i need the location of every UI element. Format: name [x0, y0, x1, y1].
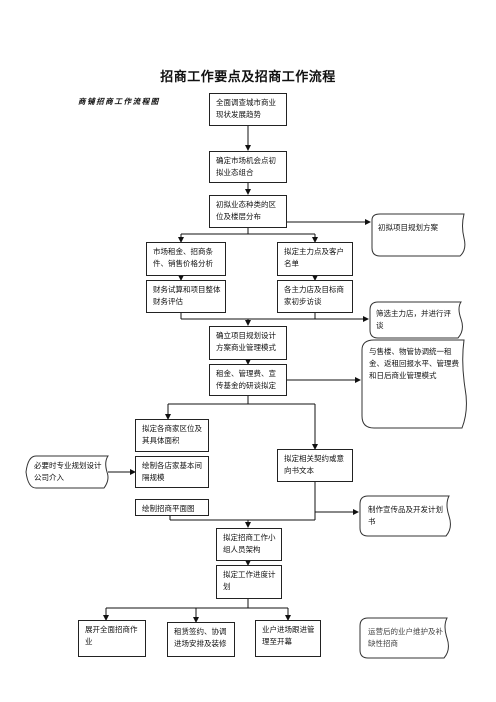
note-shape-n4 — [25, 455, 109, 489]
note-shape-n5 — [359, 495, 451, 537]
step-anchor-interviews: 各主力店及目标商家初步访谈 — [277, 280, 353, 313]
step-leasing-floor-plan: 绘制招商平面图 — [135, 499, 209, 516]
step-planning-management-mode: 确立项目规划设计方案商业管理模式 — [209, 326, 287, 360]
step-anchor-client-list: 拟定主力点及客户名单 — [277, 242, 353, 276]
page-title: 招商工作要点及招商工作流程 — [160, 70, 336, 85]
note-post-opening: 运营后的业户维护及补缺性招商 — [368, 627, 443, 648]
step-draw-partition: 绘制各店家基本间隔规模 — [135, 456, 209, 488]
note-shape-n2 — [369, 301, 463, 339]
step-contract-draft: 拟定相关契约或意向书文本 — [277, 449, 353, 482]
step-launch-leasing: 展开全面招商作业 — [78, 620, 146, 657]
step-signing-fitout: 租赁签约、协调进场安排及装修 — [167, 622, 235, 657]
note-design-firm: 必要时专业规划设计公司介入 — [34, 461, 102, 482]
step-tenant-opening: 业户进场跟进管理至开幕 — [255, 620, 321, 657]
step-rent-price-analysis: 市场租金、招商条件、销售价格分析 — [146, 242, 226, 276]
note-promo-materials: 制作宣传品及开发计划书 — [368, 505, 443, 526]
note-coordination: 与售楼、物管协调统一租金、返租回报水平、管理费和日后商业管理模式 — [369, 347, 459, 380]
step-schedule-plan: 拟定工作进度计划 — [216, 565, 282, 599]
note-anchor-screening: 筛选主力店，并进行评谈 — [376, 309, 451, 330]
note-shape-n3 — [361, 339, 467, 429]
step-financial-evaluation: 财务试算和项目整体财务评估 — [146, 280, 226, 313]
note-initial-planning: 初拟项目规划方案 — [378, 223, 438, 232]
note-shape-n6 — [359, 617, 449, 659]
note-shape-n1 — [371, 213, 466, 257]
diagram-label: 商铺招商工作流程图 — [78, 97, 160, 106]
step-fee-negotiation: 租金、管理费、宣传基金的研谈拟定 — [209, 364, 287, 396]
step-survey-city-commerce: 全面调查城市商业现状发展趋势 — [209, 93, 287, 126]
step-team-structure: 拟定招商工作小组人员架构 — [216, 528, 282, 561]
step-market-opportunity: 确定市场机会点初拟业态组合 — [209, 151, 287, 183]
step-format-distribution: 初拟业态种类的区位及楼层分布 — [209, 195, 287, 228]
step-merchant-area: 拟定各商家区位及其具体面积 — [135, 419, 209, 452]
